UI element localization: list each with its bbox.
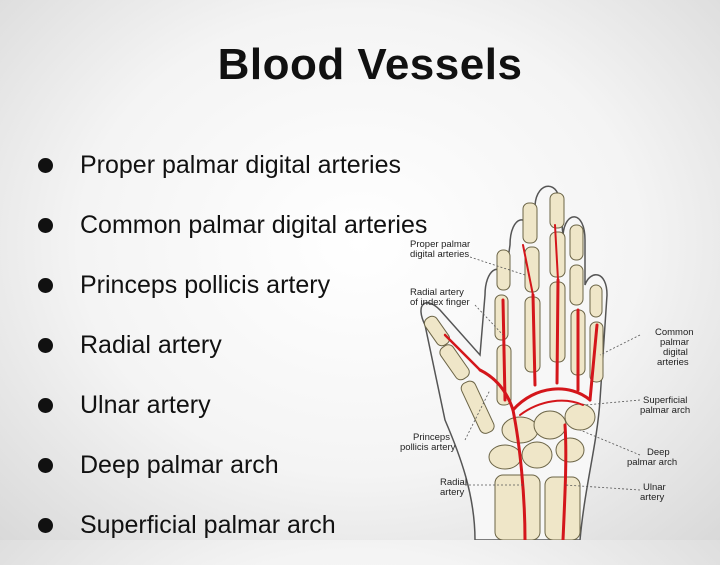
- label-proper-palmar-2: digital arteries: [410, 249, 469, 260]
- bullet-item: Proper palmar digital arteries: [38, 145, 427, 205]
- label-superficial-arch-2: palmar arch: [640, 405, 690, 416]
- label-proper-palmar: Proper palmar: [410, 239, 470, 250]
- bullet-text: Princeps pollicis artery: [80, 271, 331, 299]
- bullet-item: Common palmar digital arteries: [38, 205, 427, 265]
- bullet-text: Radial artery: [80, 331, 222, 359]
- label-common-palmar-4: arteries: [657, 357, 689, 368]
- label-radial-index: Radial artery: [410, 287, 464, 298]
- label-ulnar-artery-2: artery: [640, 492, 665, 503]
- slide-title: Blood Vessels: [217, 40, 523, 89]
- label-common-palmar: Common: [655, 327, 694, 338]
- bullet-item: Radial artery: [38, 325, 427, 385]
- bullet-item: Princeps pollicis artery: [38, 265, 427, 325]
- finger-bones: [423, 192, 603, 381]
- label-common-palmar-2: palmar: [660, 337, 689, 348]
- bullet-item: Deep palmar arch: [38, 445, 427, 505]
- metacarpal-bones: [460, 281, 604, 434]
- bullet-dot: [38, 338, 53, 353]
- artery-network: [443, 224, 599, 540]
- label-common-palmar-3: digital: [663, 347, 688, 358]
- bullet-text: Proper palmar digital arteries: [80, 151, 401, 179]
- bullet-list: Proper palmar digital arteries Common pa…: [38, 145, 427, 565]
- bullet-text: Deep palmar arch: [80, 451, 279, 479]
- bullet-dot: [38, 518, 53, 533]
- bullet-text: Superficial palmar arch: [80, 511, 336, 539]
- label-princeps-2: pollicis artery: [400, 442, 456, 453]
- label-radial-artery: Radial: [440, 477, 467, 488]
- label-ulnar-artery: Ulnar: [643, 482, 666, 493]
- bullet-dot: [38, 458, 53, 473]
- label-superficial-arch: Superficial: [643, 395, 687, 406]
- leader-lines: [464, 256, 641, 491]
- bullet-dot: [38, 278, 53, 293]
- bullet-item: Superficial palmar arch: [38, 505, 427, 565]
- bullet-item: Ulnar artery: [38, 385, 427, 445]
- label-radial-artery-2: artery: [440, 487, 465, 498]
- bullet-dot: [38, 158, 53, 173]
- bullet-text: Ulnar artery: [80, 391, 211, 419]
- label-princeps: Princeps: [413, 432, 450, 443]
- hand-illustration: Proper palmar digital arteries Radial ar…: [400, 185, 694, 540]
- label-deep-arch-2: palmar arch: [627, 457, 677, 468]
- bullet-dot: [38, 398, 53, 413]
- hand-artery-diagram: Proper palmar digital arteries Radial ar…: [385, 185, 720, 540]
- bullet-dot: [38, 218, 53, 233]
- label-deep-arch: Deep: [647, 447, 670, 458]
- label-radial-index-2: of index finger: [410, 297, 470, 308]
- bullet-text: Common palmar digital arteries: [80, 211, 428, 239]
